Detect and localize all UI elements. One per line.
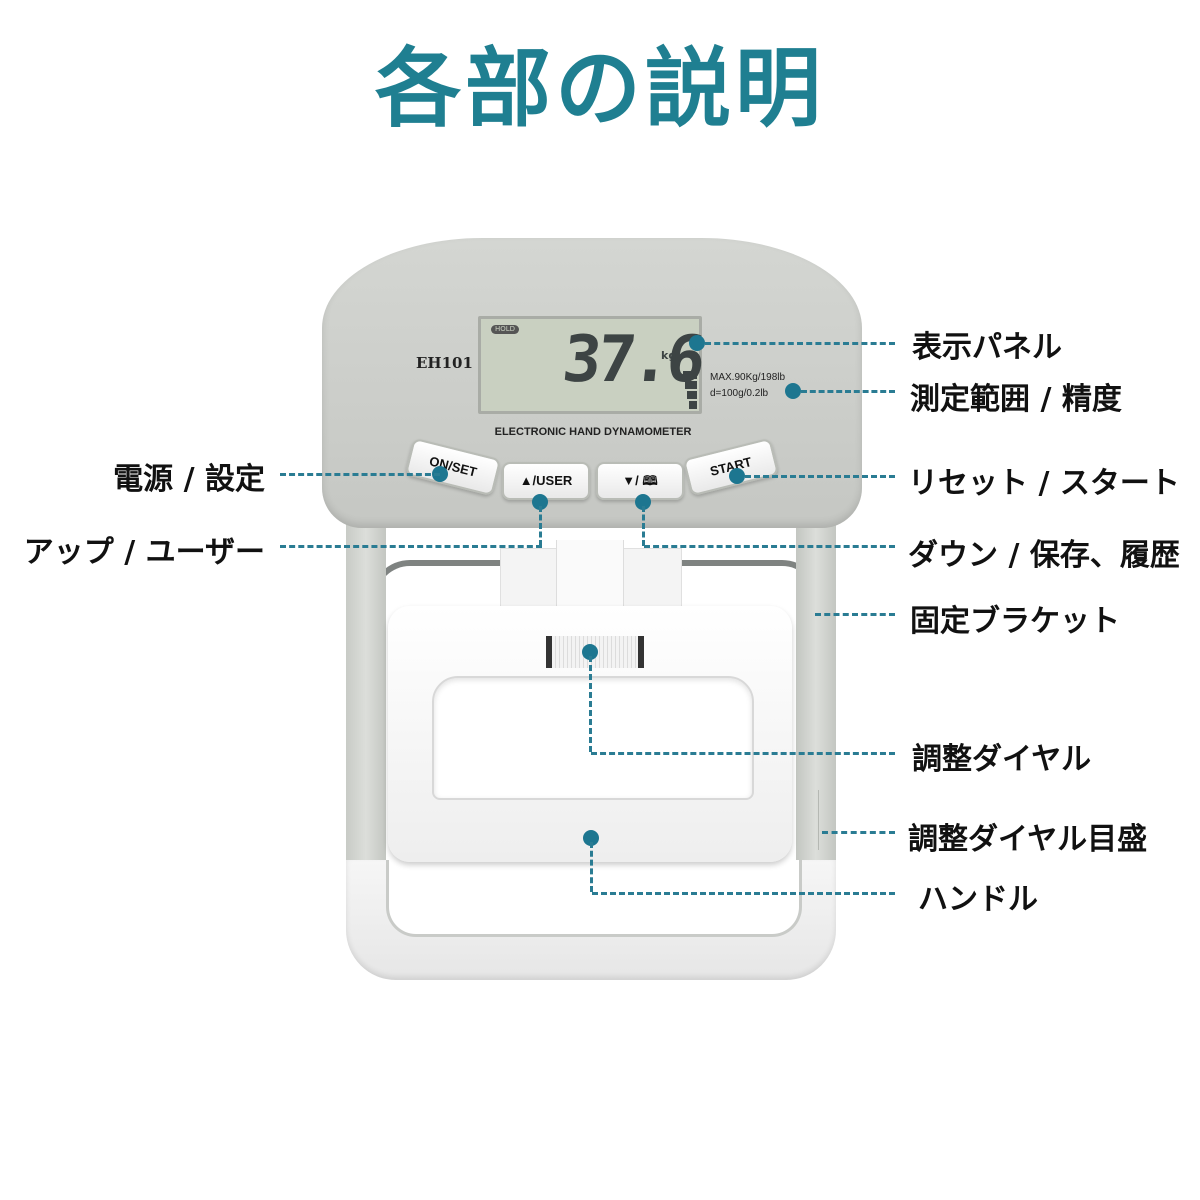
callout-label-dial-scale: 調整ダイヤル目盛 [908, 822, 1148, 857]
bottom-frame-opening [386, 860, 802, 937]
callout-label-up-user: アップ / ユーザー [23, 535, 265, 570]
callout-label-reset-start: リセット / スタート [908, 466, 1180, 501]
callout-label-power-set: 電源 / 設定 [113, 462, 265, 497]
display-panel: HOLD 37.6 kg [478, 316, 705, 414]
level-bars-icon [683, 371, 697, 411]
fixed-bracket [796, 520, 836, 900]
callout-line-dial-scale [822, 831, 895, 834]
callout-dot-spec [785, 383, 801, 399]
callout-label-range-precision: 測定範囲 / 精度 [910, 382, 1122, 417]
up-user-button[interactable]: ▲/USER [502, 462, 590, 500]
callout-vline-handle [590, 842, 593, 892]
book-icon: 🕮 [642, 473, 658, 488]
spec-resolution: d=100g/0.2lb [710, 388, 769, 399]
callout-vline-dial [589, 656, 592, 752]
dial-scale-marks [818, 790, 833, 850]
callout-line-handle [592, 892, 895, 895]
callout-dot-display [689, 335, 705, 351]
callout-dot-on-set [432, 466, 448, 482]
page-title: 各部の説明 [375, 39, 825, 139]
callout-dot-dial [582, 644, 598, 660]
callout-line-dial [591, 752, 895, 755]
callout-label-adjust-dial: 調整ダイヤル [912, 742, 1092, 777]
display-unit: kg [661, 349, 677, 362]
callout-line-spec [801, 390, 895, 393]
callout-line-display [705, 342, 895, 345]
callout-label-down-save-history: ダウン / 保存、履歴 [908, 538, 1180, 573]
callout-vline-up-user [539, 506, 542, 546]
callout-line-bracket [815, 613, 895, 616]
down-button-label: ▼/ [622, 473, 639, 488]
callout-line-up-user [280, 545, 542, 548]
callout-line-on-set [280, 473, 440, 476]
callout-dot-down [635, 494, 651, 510]
callout-dot-up-user [532, 494, 548, 510]
callout-dot-handle [583, 830, 599, 846]
callout-label-fixed-bracket: 固定ブラケット [910, 604, 1120, 639]
callout-line-start [745, 475, 895, 478]
spec-text: MAX.90Kg/198lb d=100g/0.2lb [710, 370, 785, 402]
brand-text: ELECTRONIC HAND DYNAMOMETER [494, 426, 692, 438]
callout-label-display-panel: 表示パネル [912, 330, 1062, 365]
model-label: EH101 [416, 354, 473, 372]
handle-grip-opening [432, 676, 754, 800]
callout-label-handle: ハンドル [918, 882, 1038, 917]
spec-max: MAX.90Kg/198lb [710, 372, 786, 383]
callout-vline-down [642, 506, 645, 546]
left-arm [346, 520, 386, 900]
hold-badge: HOLD [491, 325, 519, 334]
callout-dot-start [729, 468, 745, 484]
callout-line-down [644, 545, 895, 548]
